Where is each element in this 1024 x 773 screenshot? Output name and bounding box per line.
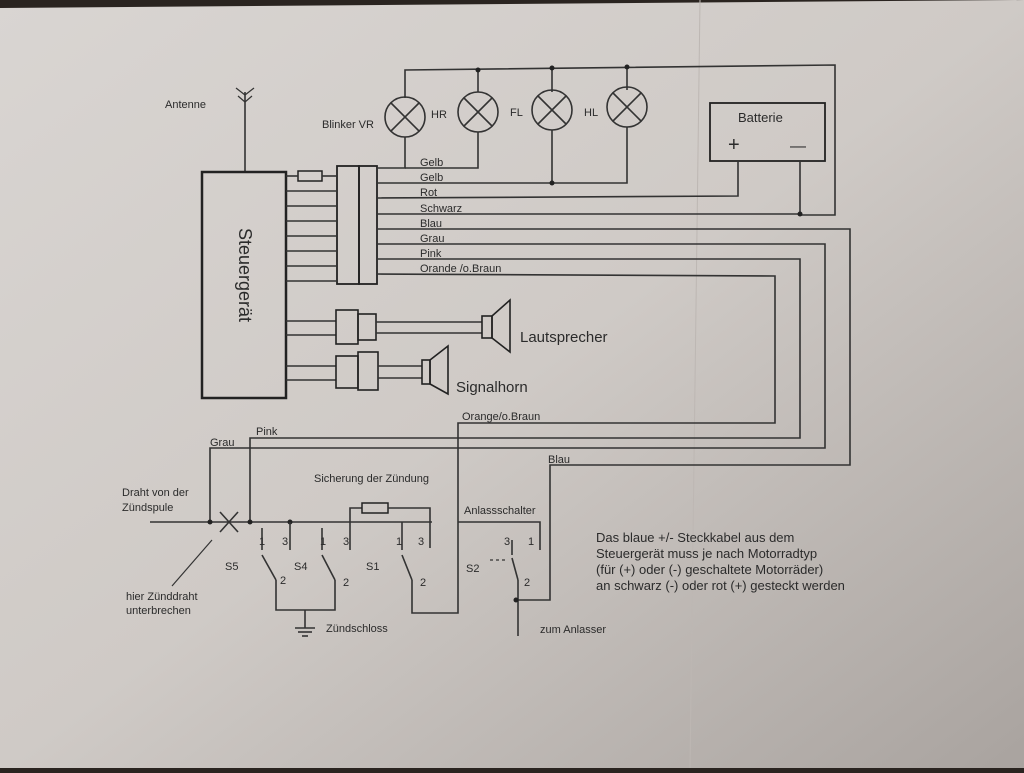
switch-s2-label: S2 (466, 563, 479, 575)
note-line-1: Das blaue +/- Steckkabel aus dem (596, 530, 794, 545)
battery-plus-icon: + (728, 134, 740, 156)
controller-box (200, 170, 288, 400)
connector-block-right (358, 165, 378, 285)
wire-label-rot: Rot (420, 187, 437, 199)
note-line-2: Steuergerät muss je nach Motorradtyp (596, 546, 817, 561)
to-starter-label: zum Anlasser (540, 624, 606, 636)
lamp-label-blinker-vr: Blinker VR (322, 119, 374, 131)
speaker-icon (286, 298, 511, 354)
wire-grau (209, 243, 826, 522)
s1-pin-2: 2 (420, 577, 426, 589)
wire-label-schwarz: Schwarz (420, 203, 462, 215)
horn-icon (286, 344, 449, 396)
s5-pin-3: 3 (282, 536, 288, 548)
switch-s5-label: S5 (225, 561, 238, 573)
wire-label-blau: Blau (420, 218, 442, 230)
switch-s1-label: S1 (366, 561, 379, 573)
paper-fold (689, 0, 701, 769)
wire-label-grau-lower: Grau (210, 437, 234, 449)
wire-rot (376, 161, 739, 199)
wire-orange (376, 273, 776, 614)
s2-pin-1: 1 (528, 536, 534, 548)
cut-pointer-arrow (171, 539, 213, 587)
cut-mark-icon (219, 511, 239, 533)
switch-s4-icon (321, 522, 351, 581)
battery-label: Batterie (738, 110, 783, 125)
battery-box (709, 102, 826, 162)
wire-label-pink-lower: Pink (256, 426, 278, 438)
wire-label-gelb-2: Gelb (420, 172, 443, 184)
installation-note: Das blaue +/- Steckkabel aus dem Steuerg… (596, 530, 845, 593)
horn-label: Signalhorn (456, 379, 528, 396)
ground-icon (295, 610, 315, 637)
antenna-label: Antenne (165, 99, 206, 111)
s2-pin-2: 2 (524, 577, 530, 589)
switch-s1-icon (401, 522, 430, 614)
wire-label-gelb-1: Gelb (420, 157, 443, 169)
wire-pink (249, 258, 801, 522)
wire-label-pink: Pink (420, 248, 442, 260)
s4-pin-2: 2 (343, 577, 349, 589)
battery-minus-icon: — (790, 138, 806, 155)
ignition-fuse-label: Sicherung der Zündung (314, 473, 429, 485)
starter-switch-label: Anlassschalter (464, 505, 536, 517)
cut-here-label-2: unterbrechen (126, 605, 191, 617)
s1-pin-1: 1 (396, 536, 402, 548)
switch-s2-icon (490, 540, 519, 636)
coil-wire-label-1: Draht von der (122, 487, 189, 499)
s2-pin-3: 3 (504, 536, 510, 548)
wire-label-grau: Grau (420, 233, 444, 245)
s1-pin-3: 3 (418, 536, 424, 548)
note-line-4: an schwarz (-) oder rot (+) gesteckt wer… (596, 578, 845, 593)
wire-label-orange: Orande /o.Braun (420, 263, 501, 275)
cut-here-label-1: hier Zünddraht (126, 591, 198, 603)
lamp-bus-wire (404, 64, 836, 216)
switch-s4-label: S4 (294, 561, 307, 573)
s4-pin-1: 1 (320, 536, 326, 548)
wire-label-orange-lower: Orange/o.Braun (462, 411, 540, 423)
wire-blau (377, 228, 851, 601)
coil-wire-label-2: Zündspule (122, 502, 173, 514)
lamp-label-hr: HR (431, 109, 447, 121)
lamp-label-hl: HL (584, 107, 598, 119)
s4-pin-3: 3 (343, 536, 349, 548)
wire-label-blau-lower: Blau (548, 454, 570, 466)
controller-label: Steuergerät (235, 228, 255, 322)
speaker-label: Lautsprecher (520, 329, 608, 346)
controller-wire-stubs (286, 175, 337, 282)
s5-pin-1: 1 (259, 536, 265, 548)
ignition-lock-label: Zündschloss (326, 623, 388, 635)
antenna-icon (235, 87, 255, 172)
note-line-3: (für (+) oder (-) geschaltete Motorräder… (596, 562, 823, 577)
s5-pin-2: 2 (280, 575, 286, 587)
lamp-label-fl: FL (510, 107, 523, 119)
